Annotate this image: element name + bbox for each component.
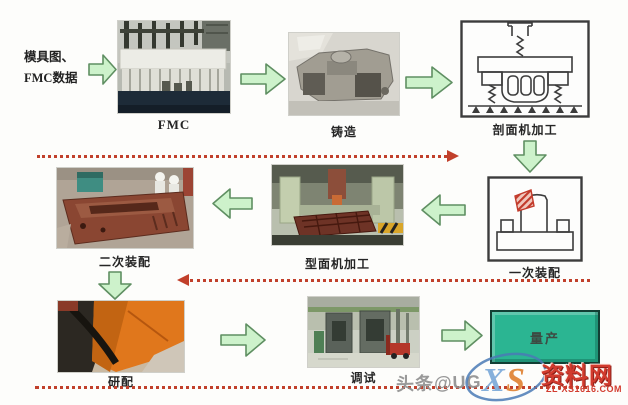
- debugging-photo: [308, 297, 419, 367]
- dotted-flow-line: [35, 386, 587, 389]
- mass-production-label: 量产: [529, 330, 560, 346]
- fmc-foam-model-photo: [118, 21, 230, 113]
- arrow-down-icon: [513, 140, 547, 173]
- fmc-caption: FMC: [157, 117, 191, 132]
- input-data-line1: 模具图、: [24, 50, 75, 64]
- secondary-assembly-photo: [57, 168, 193, 248]
- watermark-logo-x: X: [481, 362, 506, 399]
- fitting-caption: 研配: [107, 375, 134, 389]
- section-machining-caption: 剖面机加工: [492, 123, 558, 137]
- arrow-right-icon: [88, 54, 117, 85]
- dotted-flow-line: [190, 279, 590, 282]
- secondary-assembly-caption: 二次装配: [98, 255, 151, 269]
- input-data-label: 模具图、 FMC数据: [24, 47, 94, 88]
- casting-caption: 铸造: [330, 125, 357, 139]
- casting-photo: [289, 33, 399, 115]
- watermark-brand: 资料网: [541, 362, 613, 388]
- arrow-right-icon: [220, 323, 266, 357]
- watermark-logo-s: S: [506, 362, 525, 399]
- arrow-right-icon: [405, 66, 453, 99]
- section-machining-schematic: [460, 20, 590, 118]
- arrow-down-icon: [98, 271, 132, 300]
- dotted-line-arrowhead-right-icon: [447, 150, 459, 162]
- arrow-right-icon: [441, 320, 483, 351]
- primary-assembly-caption: 一次装配: [508, 266, 561, 280]
- arrow-left-icon: [421, 194, 466, 226]
- arrow-right-icon: [240, 63, 286, 95]
- profile-machining-photo: [272, 165, 403, 245]
- fitting-photo: [58, 301, 184, 372]
- dotted-line-arrowhead-left-icon: [177, 274, 189, 286]
- watermark-logo-icon: X S: [465, 352, 547, 402]
- arrow-left-icon: [212, 188, 253, 219]
- profile-machining-caption: 型面机加工: [304, 257, 370, 271]
- primary-assembly-schematic: [487, 176, 583, 262]
- dotted-flow-line: [37, 155, 447, 158]
- debugging-caption: 调试: [350, 371, 377, 385]
- input-data-line2: FMC数据: [24, 70, 78, 85]
- watermark-url: ZL-XS1616.COM: [546, 384, 623, 394]
